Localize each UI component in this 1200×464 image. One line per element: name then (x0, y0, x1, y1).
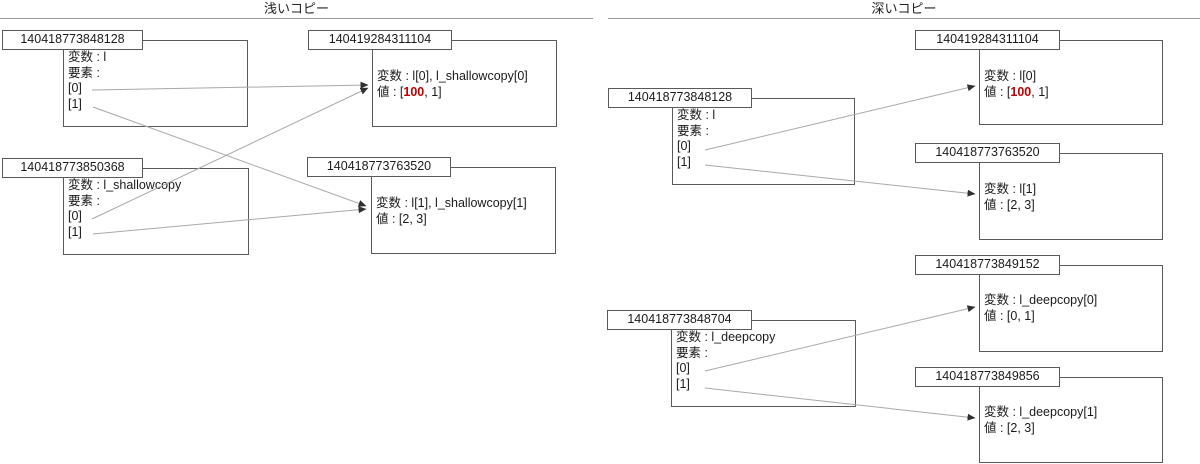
variable-line: 変数 : l[1], l_shallowcopy[1] (376, 196, 527, 210)
index0-line: [0] (68, 81, 82, 96)
index0-line: [0] (68, 209, 82, 224)
variable-line: 変数 : l_deepcopy (676, 330, 776, 344)
elements-line: 要素 : (68, 193, 100, 208)
memory-box (372, 40, 557, 127)
memory-box (979, 265, 1163, 352)
address-tab: 140418773849856 (915, 367, 1060, 387)
index0-line: [0] (676, 361, 690, 376)
index1-line: [1] (68, 224, 82, 239)
memory-box-content: 変数 : l[1], l_shallowcopy[1] 値 : [2, 3] (376, 195, 527, 227)
variable-line: 変数 : l[1] (984, 182, 1037, 196)
address-tab: 140419284311104 (915, 30, 1060, 50)
address-tab: 140418773849152 (915, 255, 1060, 275)
value-line: 値 : [2, 3] (984, 197, 1036, 213)
variable-line: 変数 : l_shallowcopy (68, 178, 182, 192)
value-line: 値 : [100, 1] (377, 84, 528, 100)
deep-copy-title: 深いコピー (871, 1, 937, 16)
address-tab: 140418773763520 (307, 157, 451, 177)
variable-line: 変数 : l[0], l_shallowcopy[0] (377, 69, 528, 83)
index1-line: [1] (676, 376, 690, 391)
variable-line: 変数 : l (677, 108, 716, 122)
value-prefix: 値 : [ (377, 85, 404, 99)
index1-line: [1] (68, 96, 82, 111)
shallow-copy-title: 浅いコピー (263, 1, 329, 16)
value-suffix: , 1] (424, 85, 442, 99)
deep-copy-header: 深いコピー (608, 0, 1200, 19)
memory-box-content: 変数 : l[0] 値 : [100, 1] (984, 68, 1049, 100)
value-prefix: 値 : [ (984, 85, 1011, 99)
memory-box-content: 変数 : l_deepcopy[0] 値 : [0, 1] (984, 292, 1097, 324)
value-prefix: 値 : [2, 3] (984, 421, 1035, 435)
variable-line: 変数 : l (68, 50, 107, 64)
memory-box-content: 変数 : l 要素 : [0] [1] (68, 50, 106, 112)
address-tab: 140419284311104 (308, 30, 452, 50)
memory-box (979, 153, 1163, 240)
elements-line: 要素 : (677, 123, 709, 138)
memory-box (979, 377, 1163, 463)
address-tab: 140418773763520 (915, 143, 1060, 163)
elements-line: 要素 : (68, 65, 100, 80)
value-prefix: 値 : [2, 3] (376, 212, 427, 226)
memory-box (979, 40, 1163, 125)
address-tab: 140418773850368 (2, 158, 143, 178)
value-suffix: , 1] (1031, 85, 1049, 99)
index0-line: [0] (677, 139, 691, 154)
value-highlight: 100 (1010, 85, 1032, 99)
variable-line: 変数 : l[0] (984, 69, 1037, 83)
memory-box-content: 変数 : l_deepcopy[1] 値 : [2, 3] (984, 404, 1097, 436)
shallow-copy-header: 浅いコピー (0, 0, 593, 19)
address-tab: 140418773848128 (608, 88, 752, 108)
address-tab: 140418773848704 (607, 310, 752, 330)
memory-box-content: 変数 : l_shallowcopy 要素 : [0] [1] (68, 178, 181, 240)
variable-line: 変数 : l_deepcopy[1] (984, 405, 1098, 419)
memory-box-content: 変数 : l_deepcopy 要素 : [0] [1] (676, 330, 775, 392)
value-line: 値 : [100, 1] (984, 84, 1049, 100)
value-prefix: 値 : [0, 1] (984, 309, 1035, 323)
memory-box-content: 変数 : l[0], l_shallowcopy[0] 値 : [100, 1] (377, 68, 528, 100)
variable-line: 変数 : l_deepcopy[0] (984, 293, 1098, 307)
memory-box-content: 変数 : l[1] 値 : [2, 3] (984, 181, 1036, 213)
value-prefix: 値 : [2, 3] (984, 198, 1035, 212)
value-line: 値 : [0, 1] (984, 308, 1097, 324)
memory-box-content: 変数 : l 要素 : [0] [1] (677, 108, 715, 170)
value-highlight: 100 (403, 85, 425, 99)
address-tab: 140418773848128 (2, 30, 143, 50)
memory-box (371, 167, 556, 254)
elements-line: 要素 : (676, 345, 708, 360)
index1-line: [1] (677, 154, 691, 169)
value-line: 値 : [2, 3] (984, 420, 1097, 436)
value-line: 値 : [2, 3] (376, 211, 527, 227)
